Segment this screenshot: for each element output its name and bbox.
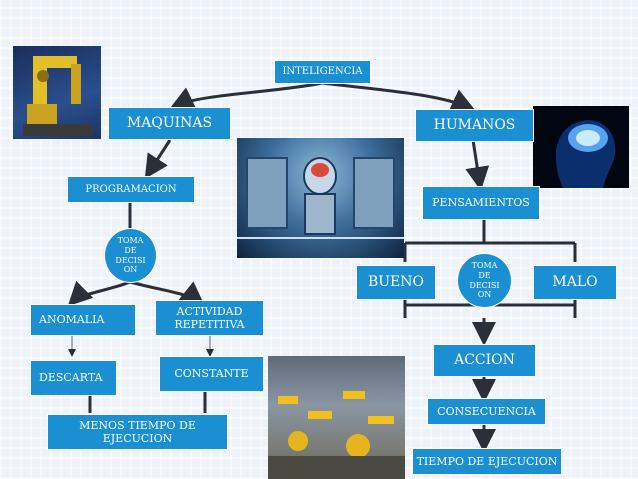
- robot-arm-icon: [23, 56, 93, 136]
- factory-robot-icon: [268, 391, 405, 479]
- connector-humanos-pensamientos: [465, 139, 490, 191]
- node-actividad-repetitiva: ACTIVIDAD REPETITIVA: [155, 300, 264, 336]
- node-programacion: PROGRAMACION: [67, 176, 195, 203]
- connector-intel-humanos: [321, 81, 476, 112]
- connector-toma-anomalia: [67, 280, 131, 307]
- node-inteligencia: INTELIGENCIA: [274, 60, 371, 84]
- cyborg-head-icon: [237, 157, 404, 239]
- brain-icon: [555, 120, 616, 188]
- node-pensamientos: PENSAMIENTOS: [422, 186, 540, 220]
- connector-intel-maquinas: [169, 81, 323, 110]
- node-toma-decision-right: TOMA DE DECISI ON: [457, 253, 512, 308]
- robot-arm-photo: [13, 46, 101, 139]
- node-descarta: DESCARTA: [30, 360, 117, 396]
- node-tiempo-ejecucion: TIEMPO DE EJECUCION: [412, 448, 562, 475]
- connector-toma-actividad: [129, 280, 205, 306]
- node-consecuencia: CONSECUENCIA: [427, 398, 546, 425]
- node-bueno: BUENO: [356, 265, 436, 300]
- factory-robots-photo: [268, 356, 405, 479]
- node-menos-tiempo: MENOS TIEMPO DE EJECUCION: [47, 414, 228, 450]
- connector-maquinas-programacion: [144, 139, 172, 180]
- node-anomalia: ANOMALIA: [30, 304, 136, 336]
- node-accion: ACCION: [433, 344, 536, 377]
- node-maquinas: MAQUINAS: [108, 107, 231, 140]
- cyborg-robots-photo: [237, 138, 404, 258]
- node-humanos: HUMANOS: [415, 109, 534, 142]
- brain-head-photo: [533, 106, 629, 188]
- node-toma-decision-left: TOMA DE DECISI ON: [104, 228, 157, 283]
- node-malo: MALO: [533, 265, 617, 300]
- node-constante: CONSTANTE: [159, 356, 264, 392]
